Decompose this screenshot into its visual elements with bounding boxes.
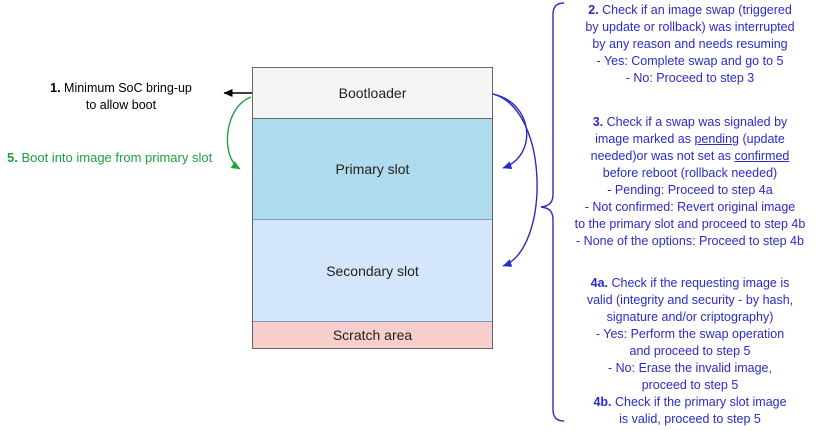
- memory-map: Bootloader Primary slot Secondary slot S…: [252, 67, 493, 349]
- primary-slot-section: Primary slot: [253, 118, 492, 219]
- bootloader-label: Bootloader: [338, 85, 407, 101]
- primary-slot-label: Primary slot: [335, 161, 410, 177]
- bootloader-section: Bootloader: [253, 68, 492, 118]
- secondary-slot-section: Secondary slot: [253, 219, 492, 321]
- scratch-area-section: Scratch area: [253, 321, 492, 348]
- scratch-area-label: Scratch area: [332, 327, 413, 343]
- arrow-bootloader-to-primary-slot: [492, 93, 528, 170]
- secondary-slot-label: Secondary slot: [326, 262, 419, 279]
- arrow-bootloader-to-secondary-slot: [492, 93, 538, 267]
- step-5-annotation: 5. Boot into image from primary slot: [7, 150, 213, 165]
